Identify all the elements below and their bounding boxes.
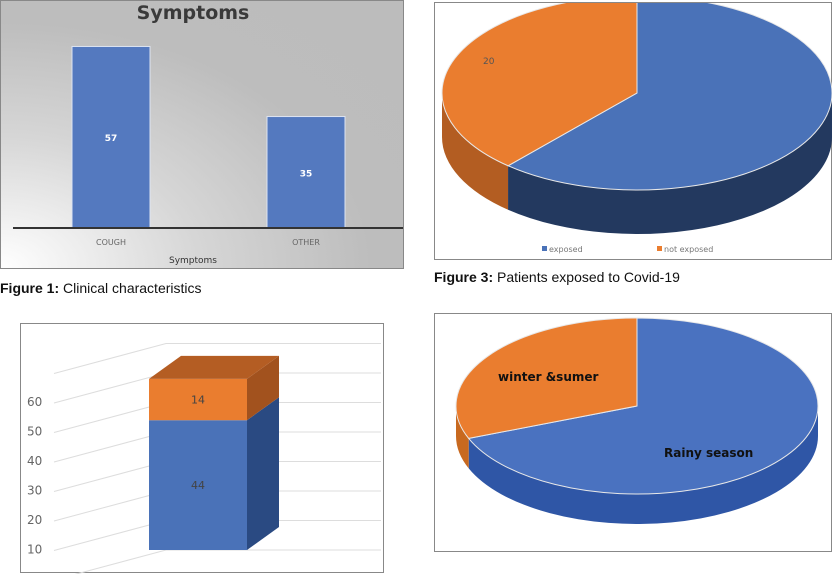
- bar-segment-side: [247, 397, 279, 550]
- caption-text: Patients exposed to Covid-19: [493, 269, 680, 285]
- y-tick-label: 20: [27, 513, 42, 527]
- legend-exposed: exposed: [549, 245, 583, 254]
- bar-segment-side: [247, 355, 279, 421]
- legend-swatch-exposed: [542, 246, 547, 251]
- slice-label-rainy-season: Rainy season: [664, 446, 753, 460]
- bar-value-label: 44: [191, 479, 205, 492]
- bar-top-face: [149, 355, 279, 379]
- figure-3-caption: Figure 3: Patients exposed to Covid-19: [434, 269, 680, 285]
- figure-1-caption: Figure 1: Clinical characteristics: [0, 280, 202, 296]
- not-exposed-slice-side: [442, 93, 509, 210]
- gridline: [53, 343, 381, 374]
- chart-title: Symptoms: [137, 2, 250, 24]
- slice-label-winter-summer: winter &sumer: [498, 370, 599, 384]
- rainy-season-slice-side: [468, 406, 818, 524]
- y-tick-label: 30: [27, 484, 42, 498]
- winter-summer-slice: [455, 317, 638, 439]
- x-tick-label: COUGH: [96, 238, 126, 247]
- winter-summer-slice-side: [456, 406, 469, 469]
- exposed-slice-side: [508, 93, 832, 235]
- y-tick-label: 10: [27, 543, 42, 557]
- bar-other: [266, 116, 346, 229]
- y-tick-label: 50: [27, 425, 42, 439]
- bar-cough: [71, 45, 151, 229]
- rainy-season-slice: [467, 317, 819, 495]
- bar-value-label: 57: [105, 134, 118, 144]
- legend-swatch-not-exposed: [657, 246, 662, 251]
- y-tick-label: 60: [27, 395, 42, 409]
- bar-segment: [149, 420, 247, 550]
- x-tick-label: OTHER: [292, 238, 320, 247]
- stacked-bar-svg: 10 20 30 40 50 60 44 14: [27, 343, 381, 579]
- stacked-bar-chart: 10 20 30 40 50 60 44 14: [20, 323, 384, 579]
- bar-value-label: 14: [191, 394, 205, 407]
- caption-text: Clinical characteristics: [59, 280, 202, 296]
- caption-label: Figure 1:: [0, 280, 60, 296]
- exposed-slice: [506, 0, 832, 191]
- bar-value-label: 35: [300, 169, 313, 179]
- y-tick-label: 40: [27, 454, 42, 468]
- gridline: [55, 549, 381, 579]
- exposure-pie-chart: 20 exposed not exposed: [441, 0, 832, 254]
- bar-segment: [149, 378, 247, 421]
- season-pie-chart: winter &sumer Rainy season: [434, 313, 832, 552]
- season-pie-svg: winter &sumer Rainy season: [455, 317, 819, 524]
- x-axis-title: Symptoms: [169, 256, 217, 266]
- slice-label-not-exposed: 20: [483, 57, 495, 67]
- legend-not-exposed: not exposed: [664, 245, 713, 254]
- figure-3-chart: 20 exposed not exposed: [434, 0, 832, 260]
- caption-label: Figure 3:: [434, 269, 494, 285]
